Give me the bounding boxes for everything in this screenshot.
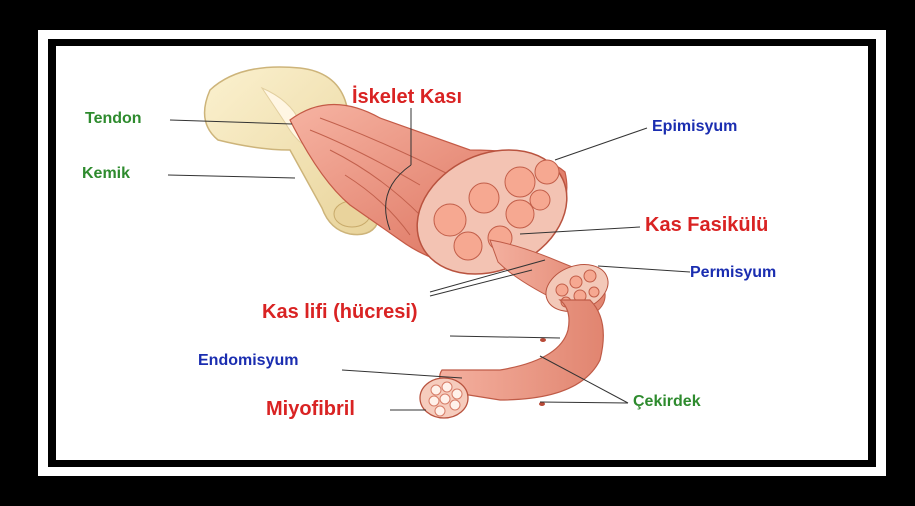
- label-permisyum: Permisyum: [690, 264, 776, 282]
- label-tendon: Tendon: [85, 110, 142, 128]
- muscle-fiber: [420, 300, 603, 418]
- label-endomisyum: Endomisyum: [198, 352, 298, 370]
- label-miyofibril: Miyofibril: [266, 398, 355, 421]
- label-cekirdek: Çekirdek: [633, 393, 701, 411]
- label-kemik: Kemik: [82, 165, 130, 183]
- label-epimisyum: Epimisyum: [652, 118, 737, 136]
- label-kas-lifi: Kas lifi (hücresi): [262, 301, 418, 324]
- label-kas-fasikulu: Kas Fasikülü: [645, 214, 768, 237]
- label-iskelet-kasi: İskelet Kası: [352, 86, 462, 109]
